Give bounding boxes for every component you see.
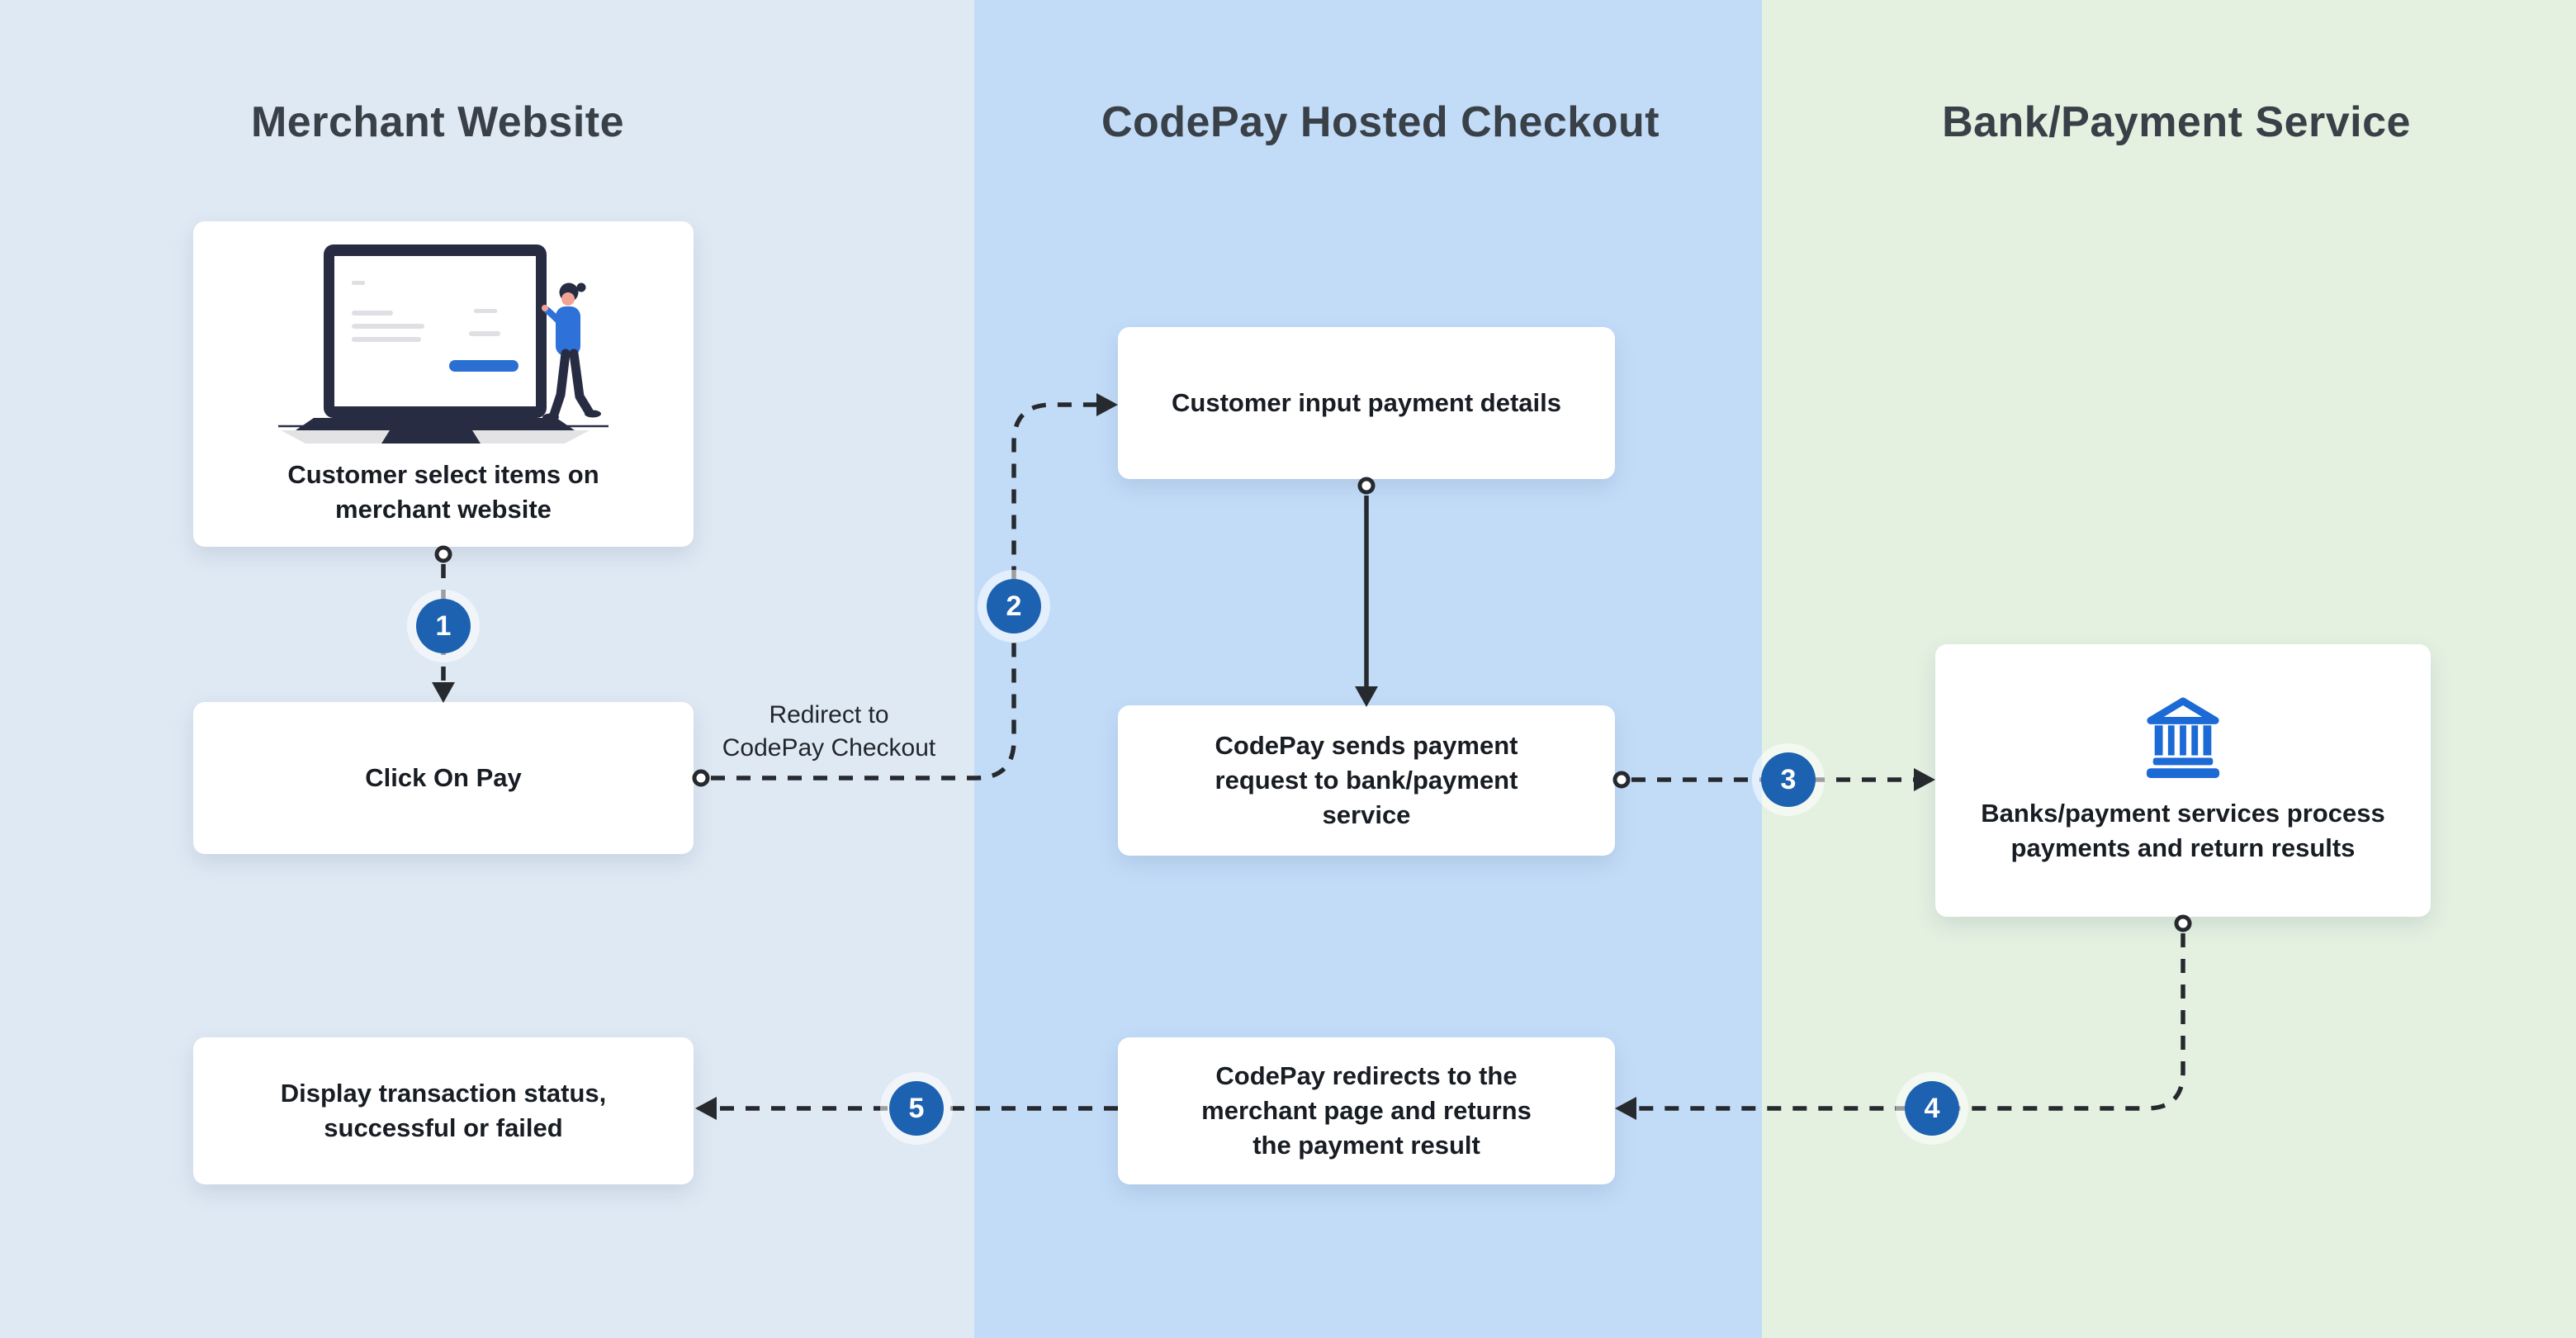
step-badge-1: 1 bbox=[416, 599, 471, 653]
bank-icon bbox=[2146, 697, 2220, 779]
step-badge-2: 2 bbox=[987, 579, 1041, 633]
node-label-click-on-pay: Click On Pay bbox=[365, 763, 522, 793]
lane-title-codepay-hosted-checkout: CodePay Hosted Checkout bbox=[1101, 98, 1660, 146]
step-badge-4: 4 bbox=[1905, 1081, 1959, 1136]
node-click-on-pay: Click On Pay bbox=[193, 702, 694, 854]
step-badge-5: 5 bbox=[889, 1081, 944, 1136]
laptop-person-illustration bbox=[278, 244, 608, 444]
node-label-customer-select-items: Customer select items on merchant websit… bbox=[287, 460, 599, 524]
node-label-codepay-redirects-to-merchant: CodePay redirects to the merchant page a… bbox=[1201, 1061, 1532, 1160]
edge-label-redirect-to-codepay-checkout: Redirect to CodePay Checkout bbox=[722, 701, 936, 762]
node-label-customer-input-payment-details: Customer input payment details bbox=[1172, 388, 1561, 418]
node-banks-process-payments: Banks/payment services process payments … bbox=[1935, 644, 2431, 917]
step-badge-3: 3 bbox=[1761, 752, 1816, 807]
node-codepay-redirects-to-merchant: CodePay redirects to the merchant page a… bbox=[1118, 1037, 1615, 1184]
lane-title-bank-payment-service: Bank/Payment Service bbox=[1942, 98, 2411, 146]
node-label-display-transaction-status: Display transaction status, successful o… bbox=[280, 1079, 607, 1142]
node-codepay-sends-payment-request: CodePay sends payment request to bank/pa… bbox=[1118, 705, 1615, 856]
node-display-transaction-status: Display transaction status, successful o… bbox=[193, 1037, 694, 1184]
node-label-banks-process-payments: Banks/payment services process payments … bbox=[1981, 799, 2385, 862]
node-label-codepay-sends-payment-request: CodePay sends payment request to bank/pa… bbox=[1215, 731, 1518, 829]
node-customer-input-payment-details: Customer input payment details bbox=[1118, 327, 1615, 479]
lane-title-merchant-website: Merchant Website bbox=[250, 98, 625, 146]
node-customer-select-items: Customer select items on merchant websit… bbox=[193, 221, 694, 547]
